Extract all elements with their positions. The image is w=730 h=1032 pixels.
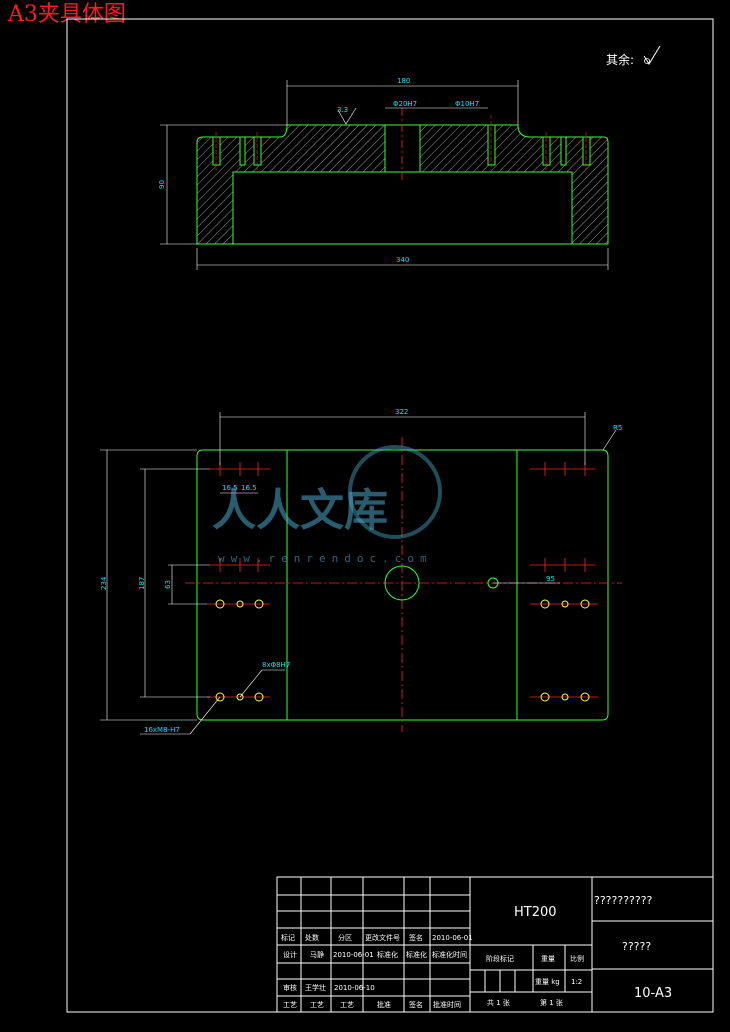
bolt-hole-6 [254,692,264,702]
bolt-hole-5 [236,693,244,701]
tb-p4: 签名 [409,1000,423,1009]
bolt-hole-2 [236,600,244,608]
tb-c0: 审核 [283,983,297,992]
dim-plan-height: 234 [100,576,108,590]
dim-plan-radius: R5 [613,424,622,432]
tb-d1: 马静 [310,950,324,959]
section-hole-6 [560,136,567,166]
section-view: 180 3.3 Φ20H7 Φ10H7 90 340 [158,77,609,270]
bolt-hole-12 [580,692,590,702]
plan-outline [196,449,609,721]
section-hole-5 [542,136,551,166]
leader-note-a [239,669,263,698]
tb-sheet-num: 第 1 张 [540,998,563,1007]
watermark-url: www.renrendoc.com [218,552,433,565]
dim-top-hole-a: Φ20H7 [393,100,417,108]
tb-p1: 工艺 [310,1001,324,1009]
bolt-hole-4 [215,692,225,702]
dim-plan-width: 322 [395,408,408,416]
section-hole-2 [239,136,246,166]
roughness-circle-icon [644,58,650,64]
tb-h5: 2010-06-01 [432,934,473,942]
tb-h0: 标记 [281,933,295,942]
roughness-symbol-icon [643,45,661,65]
plan-view: 322 R5 16.5 16.5 234 187 63 95 8xΦ8H7 16… [100,408,622,735]
tb-weight: 重量 [541,955,555,963]
watermark: 人人文库 www.renrendoc.com [212,445,442,565]
section-hatch-left [197,125,385,244]
tb-scale: 比例 [570,954,584,963]
section-outline [196,124,609,245]
watermark-circle-icon [348,445,442,539]
section-inner-cavity [232,171,573,244]
dim-plan-spacing-a: 16.5 [222,484,238,492]
plan-center-bore [384,565,420,601]
tb-d4: 标准化 [406,950,427,959]
section-hole-3 [253,136,262,166]
dim-plan-inner-height: 187 [138,577,146,590]
section-hole-4 [487,124,496,166]
tb-p5: 批准时间 [433,1000,461,1009]
tb-weight-unit: 重量 kg [535,978,560,986]
tb-p3: 批准 [377,1000,391,1009]
leader-r5 [602,429,617,451]
tb-p0: 工艺 [283,1001,297,1009]
tb-c1: 王学壮 [305,983,326,992]
roughness-mark [337,107,357,125]
watermark-text: 人人文库 [212,485,388,536]
tb-name-line2: ????? [622,940,651,953]
bolt-hole-1 [215,599,225,609]
bolt-hole-9 [580,599,590,609]
dim-top-slot: 3.3 [337,106,348,114]
tb-stage-mark: 阶段标记 [486,954,514,963]
dim-top-total: 340 [396,256,409,264]
tb-h2: 分区 [338,933,352,942]
dim-plan-right: 95 [546,575,555,583]
tb-d5: 标准化时间 [432,950,467,959]
dim-plan-note-b: 16xM8-H7 [144,726,180,734]
tb-h4: 签名 [409,933,423,942]
bolt-hole-8 [561,600,569,608]
bolt-hole-3 [254,599,264,609]
dim-top-width: 180 [397,77,410,85]
section-hatch-right [420,125,608,244]
tb-p2: 工艺 [340,1001,354,1009]
section-center-hole [384,124,421,173]
section-hole-7 [582,136,591,166]
dim-plan-spacing-b: 16.5 [241,484,257,492]
tb-d2: 2010-06-01 [333,951,374,959]
roughness-note: 其余: [606,52,634,67]
dim-plan-offset: 63 [164,580,172,589]
tb-c2: 2010-06-10 [334,984,375,992]
section-hole-1 [212,136,221,166]
tb-material: HT200 [514,905,557,920]
tb-name-line1: ?????????? [594,894,653,907]
tb-sheets-total: 共 1 张 [487,998,510,1007]
tb-drawing-number: 10-A3 [634,986,672,1001]
tb-scale-value: 1:2 [571,978,582,986]
tb-d0: 设计 [283,950,297,959]
bolt-hole-7 [540,599,550,609]
tb-h1: 处数 [305,933,319,942]
dim-top-height: 90 [158,180,166,189]
leader-note-b [189,696,221,735]
dim-plan-note-a: 8xΦ8H7 [262,661,290,669]
title-block [276,876,714,1013]
tb-h3: 更改文件号 [365,933,400,942]
tb-d3: 标准化 [377,950,398,959]
bolt-hole-11 [561,693,569,701]
dim-top-hole-b: Φ10H7 [455,100,479,108]
bolt-hole-10 [540,692,550,702]
